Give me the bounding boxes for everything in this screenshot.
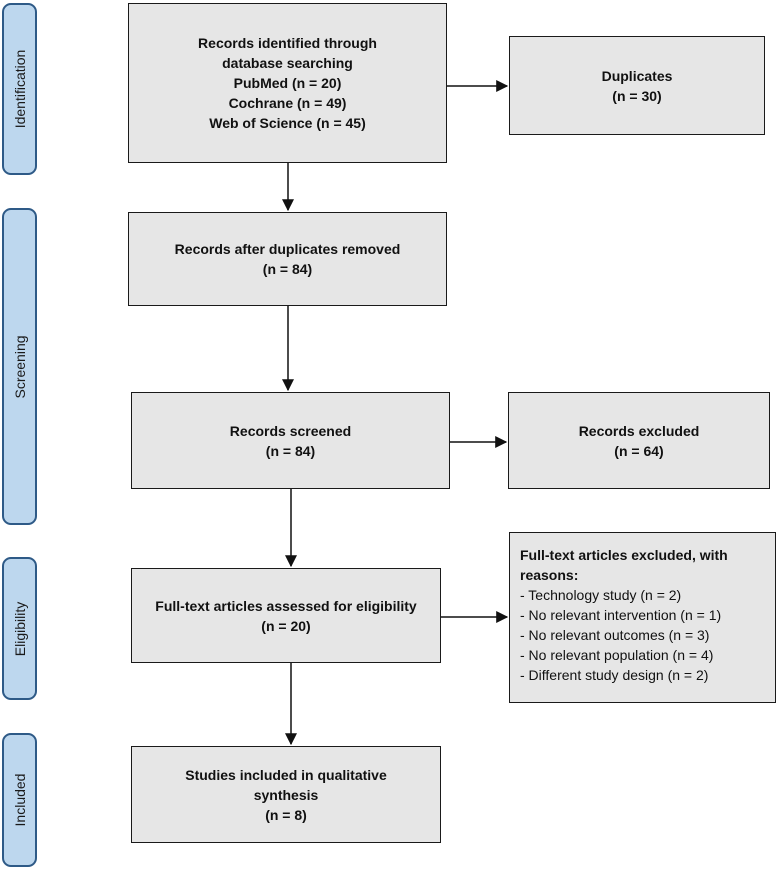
reason-item: - No relevant outcomes (n = 3) [520, 627, 710, 643]
box-fulltext-assessed: Full-text articles assessed for eligibil… [131, 568, 441, 663]
box-after-duplicates-count: (n = 84) [262, 261, 313, 277]
box-fulltext-excluded-title-1: Full-text articles excluded, with [520, 547, 728, 563]
stage-identification: Identification [2, 3, 37, 175]
stage-screening: Screening [2, 208, 37, 525]
box-studies-included-line-2: synthesis [253, 786, 319, 803]
stage-included: Included [2, 733, 37, 867]
box-records-excluded-count: (n = 64) [614, 442, 664, 459]
box-records-identified-wos: Web of Science (n = 45) [209, 115, 366, 131]
box-records-screened-count: (n = 84) [265, 442, 316, 459]
box-duplicates-count: (n = 30) [612, 87, 662, 104]
box-records-identified-pubmed: PubMed (n = 20) [233, 75, 342, 91]
box-records-screened-title: Records screened [229, 422, 352, 439]
box-fulltext-assessed-title: Full-text articles assessed for eligibil… [155, 597, 417, 614]
box-records-identified-cochrane: Cochrane (n = 49) [228, 95, 347, 111]
box-records-identified-line-2: database searching [222, 55, 353, 71]
reason-item: - Different study design (n = 2) [520, 667, 709, 683]
box-studies-included-count: (n = 8) [265, 806, 307, 823]
box-fulltext-assessed-count: (n = 20) [261, 617, 311, 634]
box-after-duplicates-title: Records after duplicates removed [174, 241, 401, 257]
reason-item: - Technology study (n = 2) [520, 587, 682, 603]
box-records-identified: Records identified through database sear… [128, 3, 447, 163]
box-duplicates-title: Duplicates [601, 67, 673, 84]
box-studies-included-line-1: Studies included in qualitative [185, 766, 387, 783]
box-after-duplicates: Records after duplicates removed (n = 84… [128, 212, 447, 306]
box-records-identified-line-1: Records identified through [198, 35, 377, 51]
reason-item: - No relevant intervention (n = 1) [520, 607, 722, 623]
box-fulltext-excluded: Full-text articles excluded, with reason… [509, 532, 776, 703]
reason-item: - No relevant population (n = 4) [520, 647, 714, 663]
stage-eligibility: Eligibility [2, 557, 37, 700]
box-duplicates: Duplicates (n = 30) [509, 36, 765, 135]
box-records-screened: Records screened (n = 84) [131, 392, 450, 489]
box-fulltext-excluded-title-2: reasons: [520, 567, 579, 583]
box-records-excluded: Records excluded (n = 64) [508, 392, 770, 489]
box-records-excluded-title: Records excluded [578, 422, 700, 439]
box-studies-included: Studies included in qualitative synthesi… [131, 746, 441, 843]
